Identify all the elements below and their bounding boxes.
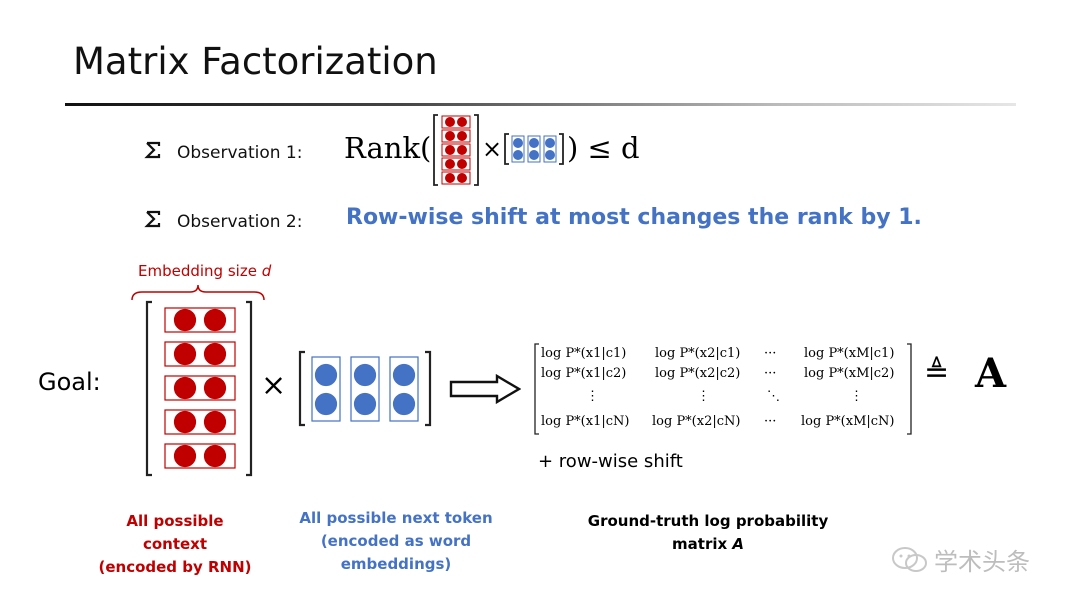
matrix-cell: log P*(xM|c1) <box>804 346 895 361</box>
rank-prefix: Rank( <box>344 131 432 165</box>
matrix-cell: log P*(x2|c1) <box>655 346 741 361</box>
ground-truth-caption: Ground-truth log probability matrix A <box>587 512 829 553</box>
context-embedding-matrix <box>143 300 255 483</box>
matrix-cell: log P*(xM|cN) <box>801 414 895 429</box>
matrix-cell: log P*(x1|cN) <box>541 414 630 429</box>
goal-label: Goal: <box>38 368 101 396</box>
wechat-icon <box>890 545 930 580</box>
matrix-cell: ⋮ <box>850 389 863 404</box>
matrix-cell: ··· <box>764 346 777 361</box>
context-caption: All possible context (encoded by RNN) <box>98 512 252 576</box>
implies-arrow-icon <box>449 373 522 409</box>
small-token-matrix <box>503 132 565 171</box>
slide-title: Matrix Factorization <box>73 40 438 83</box>
observation-2-text: Row-wise shift at most changes the rank … <box>346 205 922 230</box>
observation-1-label: Observation 1: <box>177 143 303 163</box>
small-context-matrix <box>433 113 479 192</box>
watermark-text: 学术头条 <box>934 548 1030 576</box>
observation-2-label: Observation 2: <box>177 212 303 232</box>
matrix-cell: ⋮ <box>697 389 710 404</box>
sigma-bullet-icon <box>144 209 164 234</box>
matrix-cell: log P*(x2|cN) <box>652 414 741 429</box>
matrix-cell: log P*(x1|c1) <box>541 346 627 361</box>
matrix-cell: ··· <box>764 366 777 381</box>
row-wise-shift-note: + row-wise shift <box>538 451 683 472</box>
token-embedding-matrix <box>296 350 434 433</box>
embedding-size-label: Embedding size d <box>138 262 272 280</box>
matrix-cell: ⋱ <box>767 389 780 404</box>
sigma-bullet-icon <box>144 140 164 165</box>
definition-equals-symbol: ≜ <box>924 355 950 390</box>
log-probability-matrix <box>532 341 914 442</box>
matrix-cell: log P*(x2|c2) <box>655 366 741 381</box>
matrix-cell: log P*(x1|c2) <box>541 366 627 381</box>
matrix-cell: ⋮ <box>586 389 599 404</box>
matrix-cell: log P*(xM|c2) <box>804 366 895 381</box>
title-divider <box>65 103 1016 106</box>
times-symbol: × <box>261 368 287 403</box>
matrix-cell: ··· <box>764 414 777 429</box>
matrix-a-symbol: A <box>975 350 1007 397</box>
rank-suffix: ) ≤ d <box>567 131 640 165</box>
times-symbol-small: × <box>482 135 503 163</box>
token-caption: All possible next token (encoded as word… <box>299 509 493 573</box>
embedding-brace <box>130 283 266 308</box>
